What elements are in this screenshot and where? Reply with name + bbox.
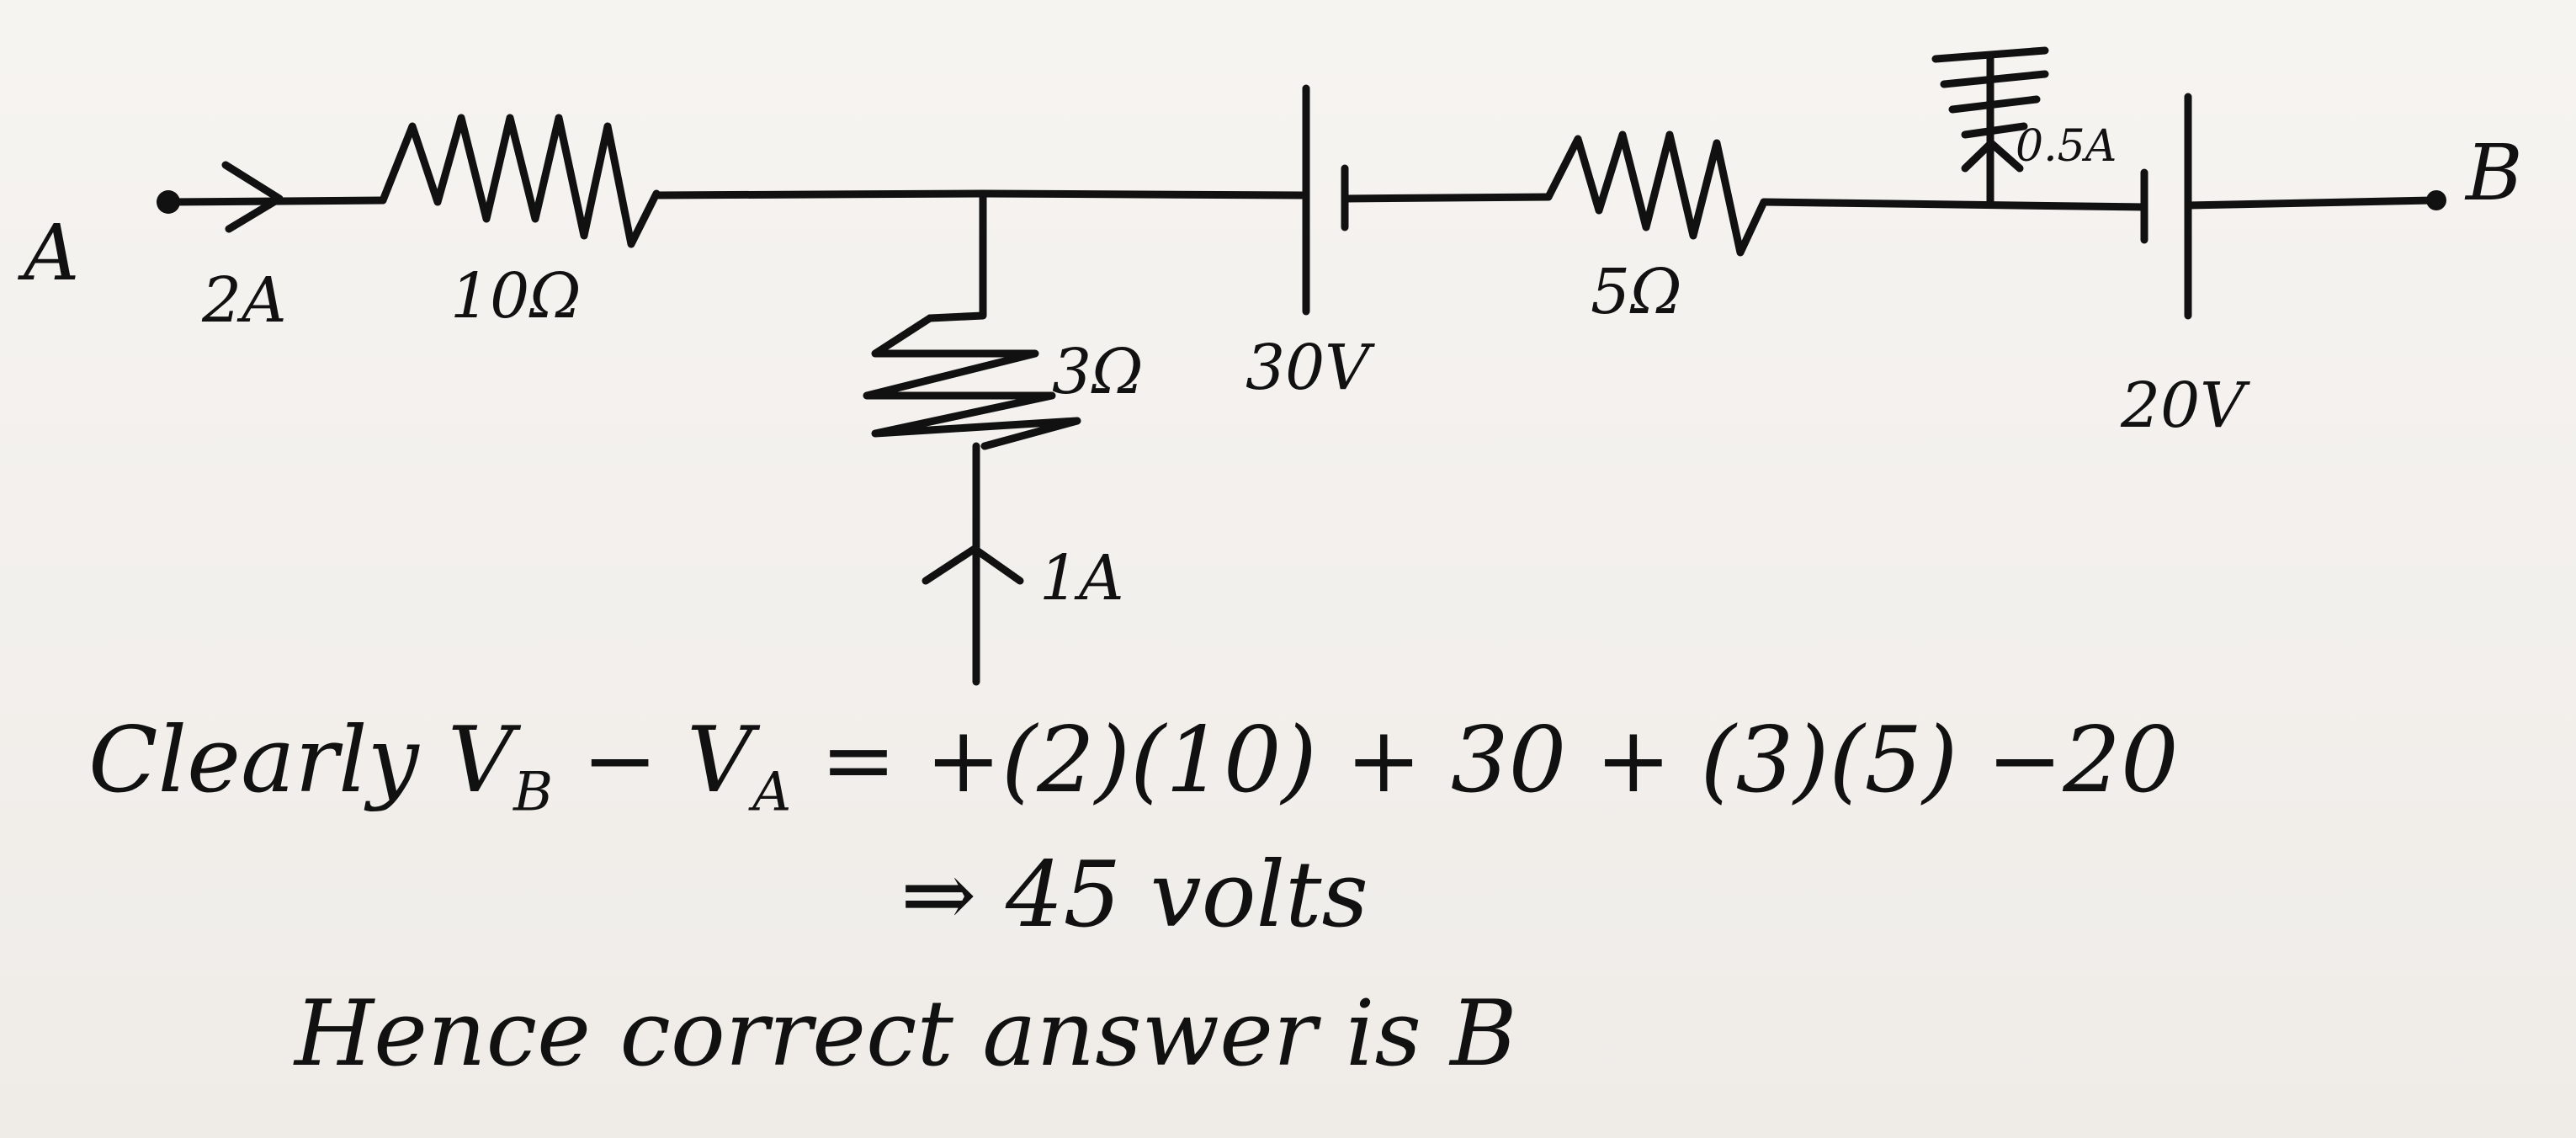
wire-to-junction <box>652 189 987 199</box>
current-arrow-1a <box>922 545 1024 585</box>
resistor-10ohm-label: 10Ω <box>450 260 582 332</box>
current-arrow-0-5a <box>1961 139 2024 173</box>
resistor-10ohm <box>379 114 661 248</box>
solution-line-1-rest: = +(2)(10) + 30 + (3)(5) −20 <box>791 708 2179 813</box>
node-b-label: B <box>2466 128 2523 218</box>
wire-junction-down <box>926 189 987 322</box>
subscript-a: A <box>752 761 792 824</box>
solution-line-1: Clearly VB − VA = +(2)(10) + 30 + (3)(5)… <box>88 715 2179 820</box>
wire-to-30v <box>979 189 1307 199</box>
current-in-label: 2A <box>202 264 287 337</box>
current-1a-label: 1A <box>1039 542 1124 614</box>
wire-20v-to-b <box>2184 196 2436 210</box>
branch-0-5a-ground <box>1931 46 2049 139</box>
wire-30v-to-5ohm <box>1341 193 1553 203</box>
resistor-5ohm <box>1544 130 1768 257</box>
wire-5ohm-to-20v <box>1760 198 2148 211</box>
resistor-3ohm-label: 3Ω <box>1052 336 1144 408</box>
solution-line-3: Hence correct answer is B <box>295 981 1517 1087</box>
current-0-5a-label: 0.5A <box>2016 121 2117 172</box>
subscript-b: B <box>513 761 554 824</box>
node-a-label: A <box>24 208 80 298</box>
terminal-b-dot <box>2426 190 2446 210</box>
cell-30v-label: 30V <box>1246 332 1370 404</box>
current-arrow-2a <box>221 161 284 233</box>
solution-line-1-start: Clearly V <box>88 708 513 813</box>
solution-line-1-mid: − V <box>553 708 753 813</box>
resistor-5ohm-label: 5Ω <box>1591 256 1682 328</box>
cell-20v-label: 20V <box>2121 370 2245 442</box>
solution-line-2: ⇒ 45 volts <box>900 843 1368 948</box>
resistor-3ohm <box>863 314 1081 450</box>
